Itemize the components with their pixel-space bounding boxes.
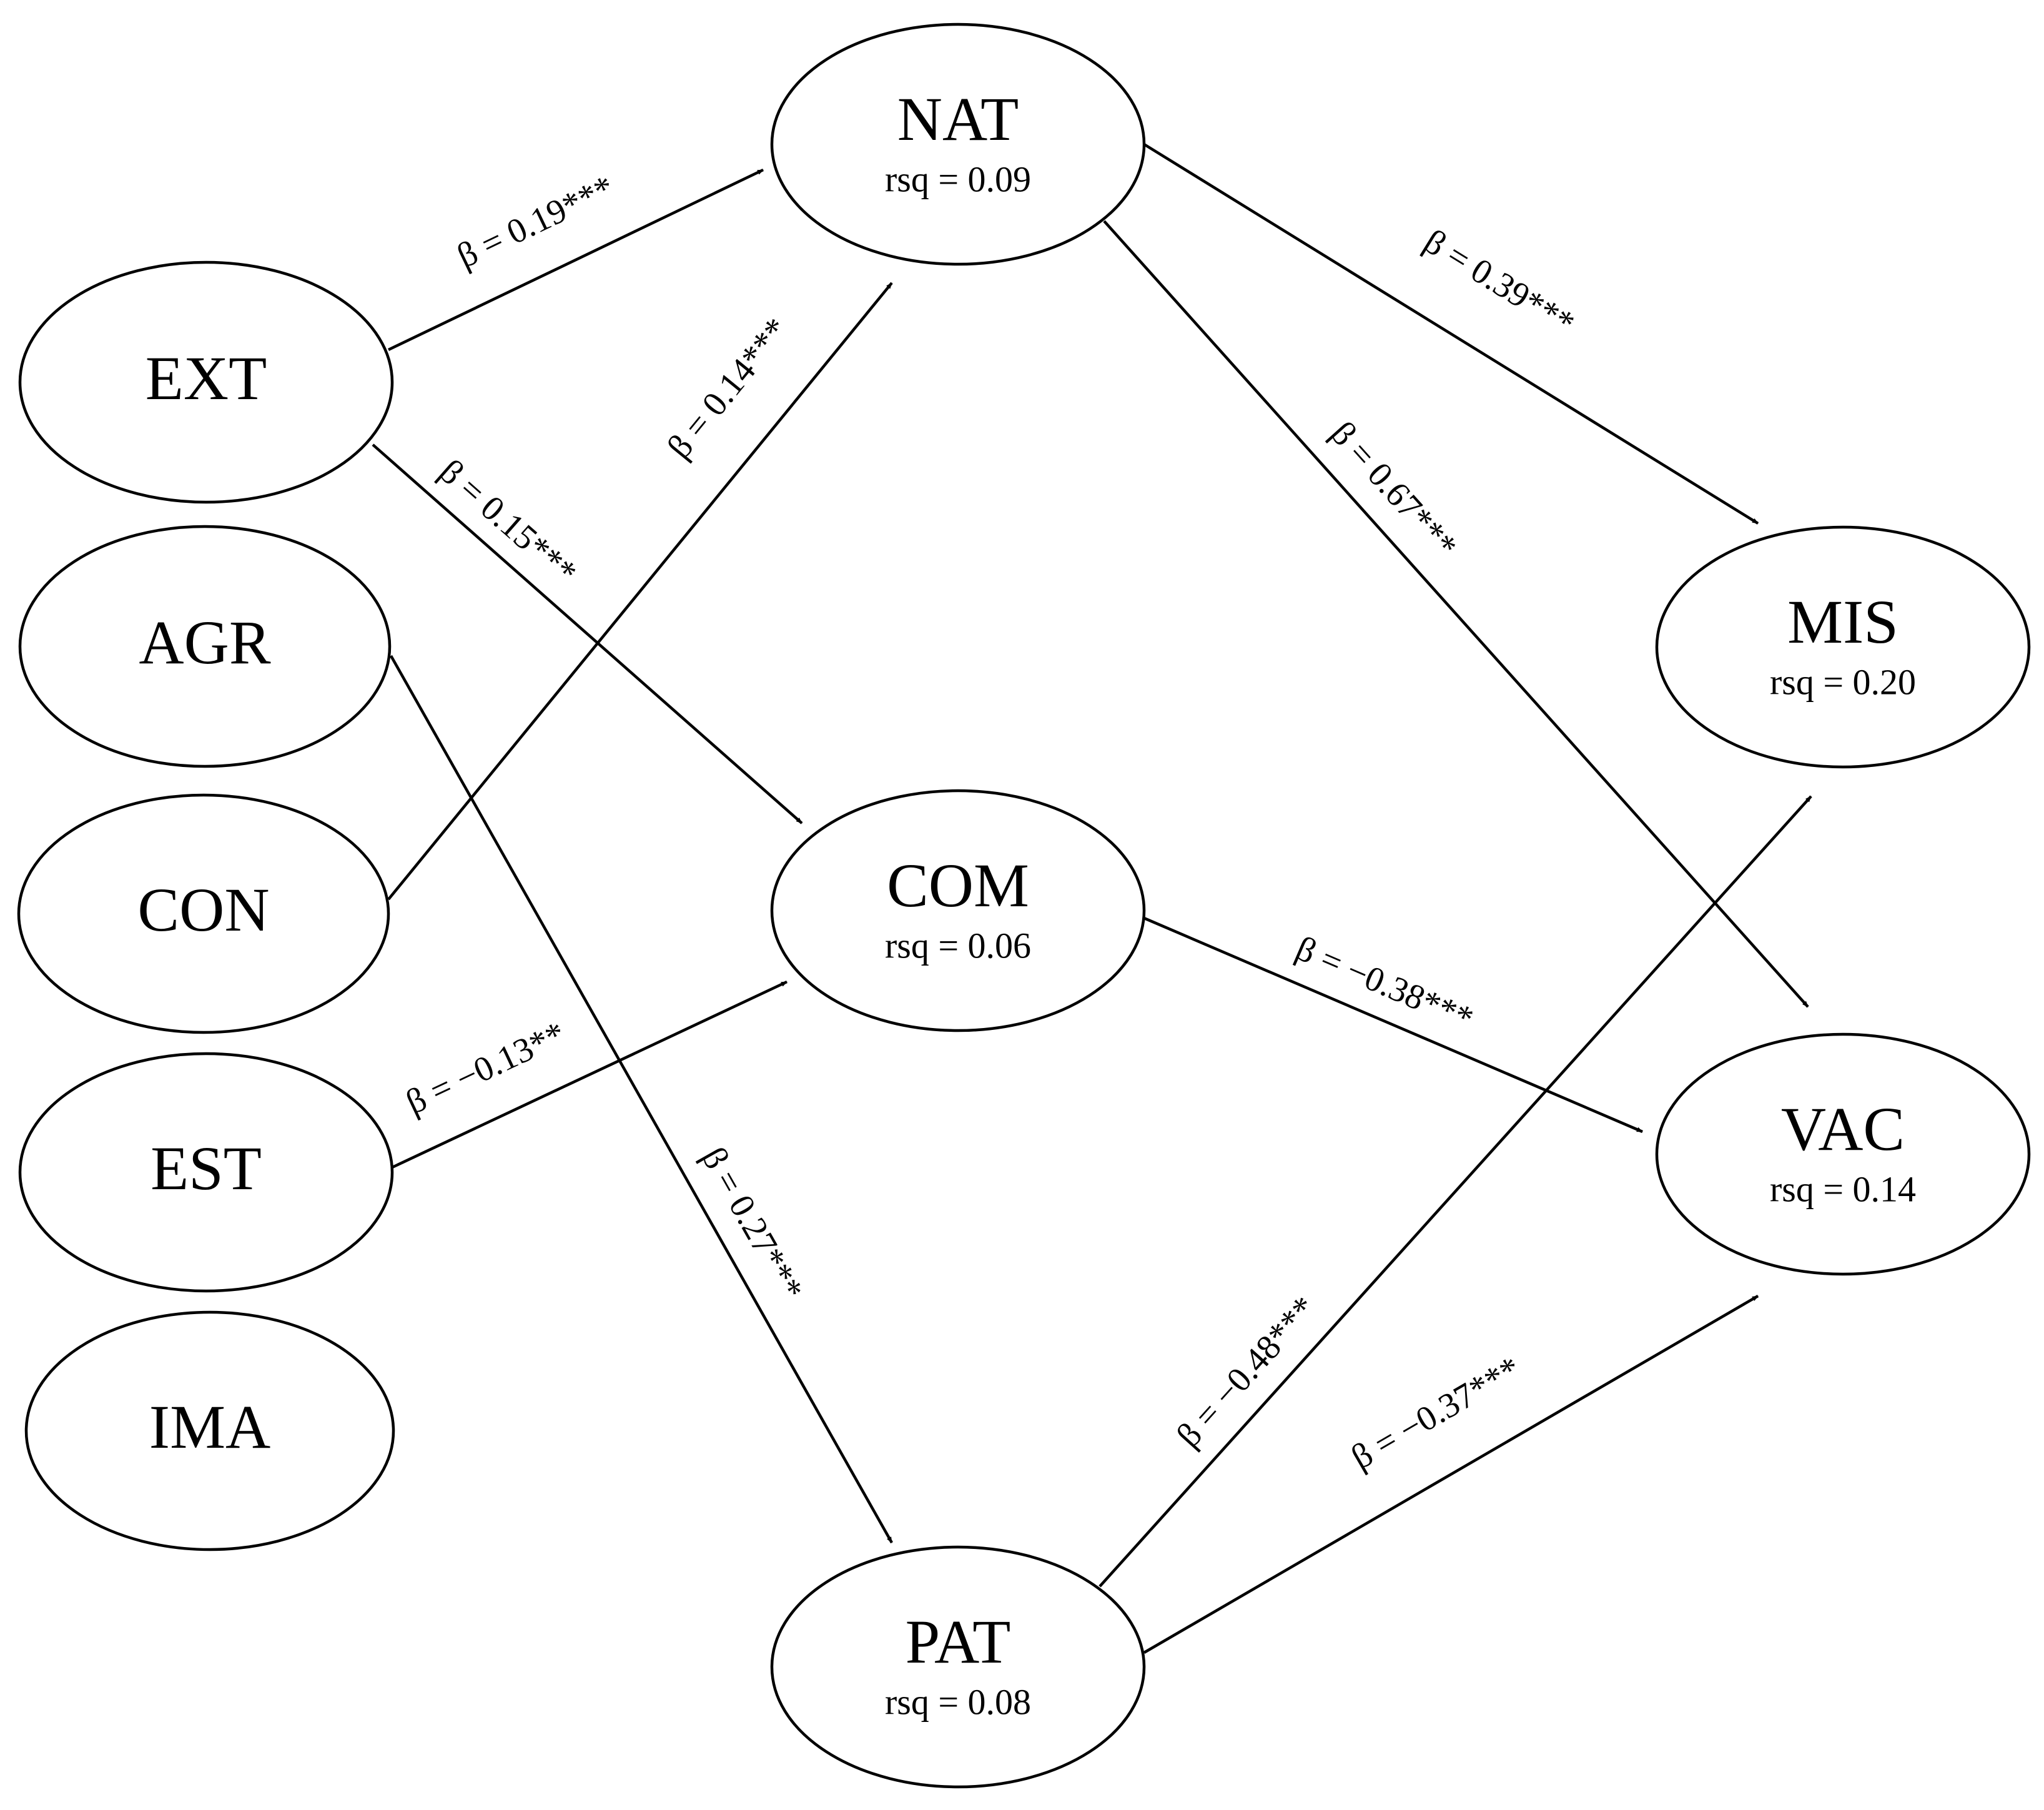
edge-label-nat-mis: β = 0.39*** — [1418, 222, 1581, 344]
edge-agr-pat: β = 0.27*** — [390, 655, 893, 1544]
edge-arrow-agr-pat — [390, 655, 893, 1544]
node-ellipse-nat — [770, 22, 1146, 266]
node-label-nat: NAT — [897, 84, 1019, 154]
node-rsq-vac: rsq = 0.14 — [1770, 1169, 1916, 1209]
node-ellipse-con — [17, 793, 390, 1034]
edge-label-pat-mis: β = −0.48*** — [1169, 1289, 1324, 1455]
node-label-con: CON — [137, 875, 269, 944]
node-ext: EXT — [18, 260, 394, 504]
edge-arrow-com-vac — [1143, 916, 1643, 1134]
node-ellipse-ima — [24, 1310, 395, 1551]
node-label-mis: MIS — [1787, 587, 1898, 656]
node-ellipse-mis — [1655, 525, 2031, 769]
edge-arrow-est-com — [390, 980, 787, 1170]
edge-nat-mis: β = 0.39*** — [1143, 143, 1759, 525]
node-rsq-pat: rsq = 0.08 — [885, 1681, 1031, 1722]
edge-pat-vac: β = −0.37*** — [1143, 1295, 1759, 1654]
edge-arrow-nat-mis — [1143, 143, 1759, 525]
edge-com-vac: β = −0.38*** — [1143, 916, 1643, 1134]
node-rsq-com: rsq = 0.06 — [885, 925, 1031, 966]
node-mis: MIS rsq = 0.20 — [1655, 525, 2031, 769]
edge-ext-com: β = 0.15*** — [372, 443, 803, 824]
edge-arrow-ext-nat — [388, 168, 764, 352]
node-ellipse-est — [18, 1052, 394, 1293]
edge-label-ext-com: β = 0.15*** — [432, 452, 585, 593]
edge-label-pat-vac: β = −0.37*** — [1345, 1349, 1527, 1477]
node-rsq-mis: rsq = 0.20 — [1770, 661, 1916, 702]
node-vac: VAC rsq = 0.14 — [1655, 1032, 2031, 1276]
edge-ext-nat: β = 0.19*** — [388, 168, 764, 352]
node-com: COM rsq = 0.06 — [770, 789, 1146, 1032]
edge-arrow-ext-com — [372, 443, 803, 824]
node-ellipse-pat — [770, 1545, 1146, 1789]
edge-arrow-con-nat — [387, 282, 893, 901]
node-nat: NAT rsq = 0.09 — [770, 22, 1146, 266]
node-label-est: EST — [151, 1134, 262, 1203]
node-con: CON — [17, 793, 390, 1034]
node-agr: AGR — [18, 525, 392, 768]
edge-label-ext-nat: β = 0.19*** — [452, 168, 620, 276]
node-label-vac: VAC — [1781, 1094, 1905, 1164]
edge-est-com: β = −0.13** — [390, 980, 787, 1170]
node-ellipse-vac — [1655, 1032, 2031, 1276]
node-ellipse-com — [770, 789, 1146, 1032]
node-est: EST — [18, 1052, 394, 1293]
edge-label-con-nat: β = 0.14*** — [660, 311, 797, 466]
node-rsq-nat: rsq = 0.09 — [885, 159, 1031, 199]
edge-arrow-pat-vac — [1143, 1295, 1759, 1654]
edge-label-est-com: β = −0.13** — [400, 1014, 571, 1122]
node-label-ext: EXT — [146, 344, 267, 413]
node-label-pat: PAT — [906, 1607, 1011, 1676]
node-ellipse-ext — [18, 260, 394, 504]
node-label-agr: AGR — [139, 608, 270, 677]
edge-arrow-pat-mis — [1099, 795, 1812, 1588]
node-label-ima: IMA — [149, 1392, 270, 1461]
node-ima: IMA — [24, 1310, 395, 1551]
node-label-com: COM — [887, 851, 1029, 920]
edge-arrow-nat-vac — [1103, 220, 1809, 1008]
edge-con-nat: β = 0.14*** — [387, 282, 893, 901]
node-pat: PAT rsq = 0.08 — [770, 1545, 1146, 1789]
node-ellipse-agr — [18, 525, 392, 768]
